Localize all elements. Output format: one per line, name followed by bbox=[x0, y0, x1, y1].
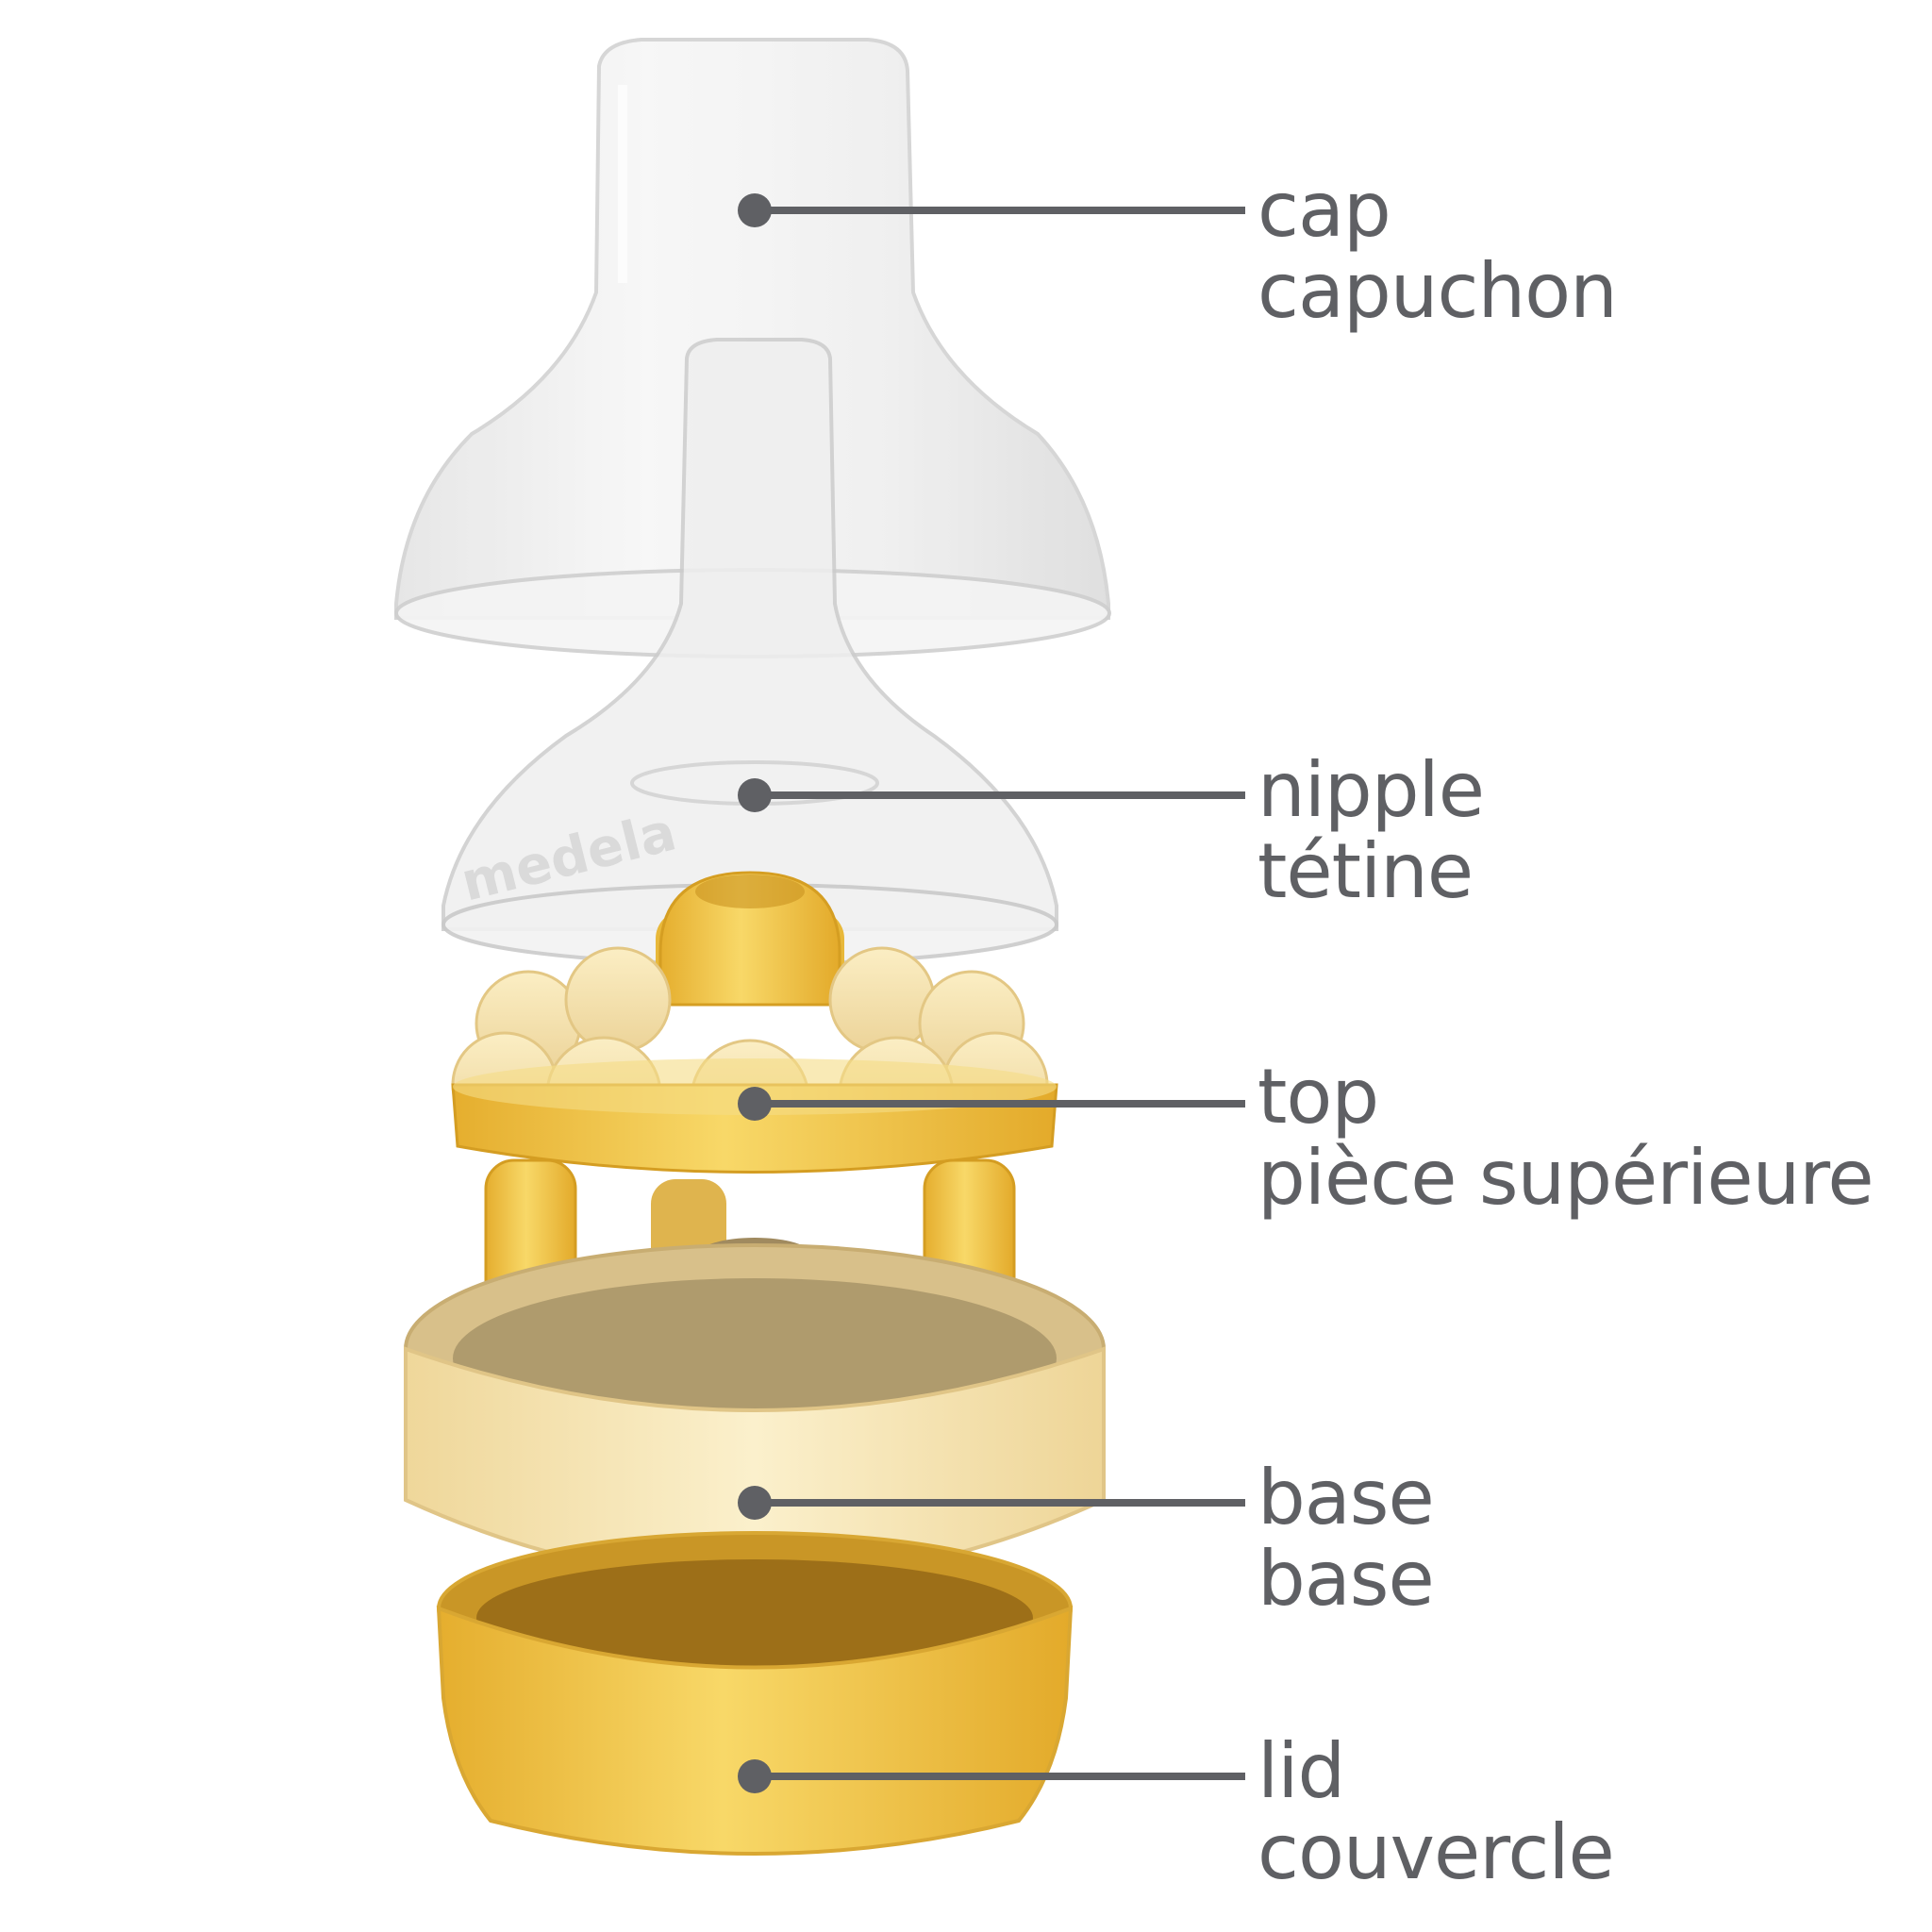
leader-dot-base bbox=[738, 1486, 772, 1520]
callout-nipple-fr: tétine bbox=[1257, 827, 1474, 915]
callout-base-en: base bbox=[1257, 1454, 1435, 1541]
leader-dot-nipple bbox=[738, 778, 772, 812]
callout-nipple-en: nipple bbox=[1257, 746, 1485, 834]
callout-cap-en: cap bbox=[1257, 166, 1391, 254]
callout-top-en: top bbox=[1257, 1053, 1379, 1141]
callout-lid: lid couvercle bbox=[1257, 1727, 1615, 1896]
callout-base-fr: base bbox=[1257, 1535, 1435, 1623]
callout-nipple: nipple tétine bbox=[1257, 746, 1485, 915]
callout-lid-fr: couvercle bbox=[1257, 1808, 1615, 1896]
callout-top-fr: pièce supérieure bbox=[1257, 1134, 1874, 1222]
callout-lid-en: lid bbox=[1257, 1727, 1345, 1815]
base-part bbox=[404, 1243, 1106, 1582]
callout-top: top pièce supérieure bbox=[1257, 1057, 1874, 1219]
leader-lines bbox=[738, 193, 1245, 1793]
lid-part bbox=[436, 1531, 1074, 1856]
callout-base: base base bbox=[1257, 1454, 1435, 1623]
nipple-part: medela bbox=[441, 338, 1058, 966]
leader-dot-lid bbox=[738, 1759, 772, 1793]
leader-dot-top bbox=[738, 1087, 772, 1121]
callout-cap: cap capuchon bbox=[1257, 166, 1618, 335]
callout-cap-fr: capuchon bbox=[1257, 247, 1618, 335]
leader-dot-cap bbox=[738, 193, 772, 227]
